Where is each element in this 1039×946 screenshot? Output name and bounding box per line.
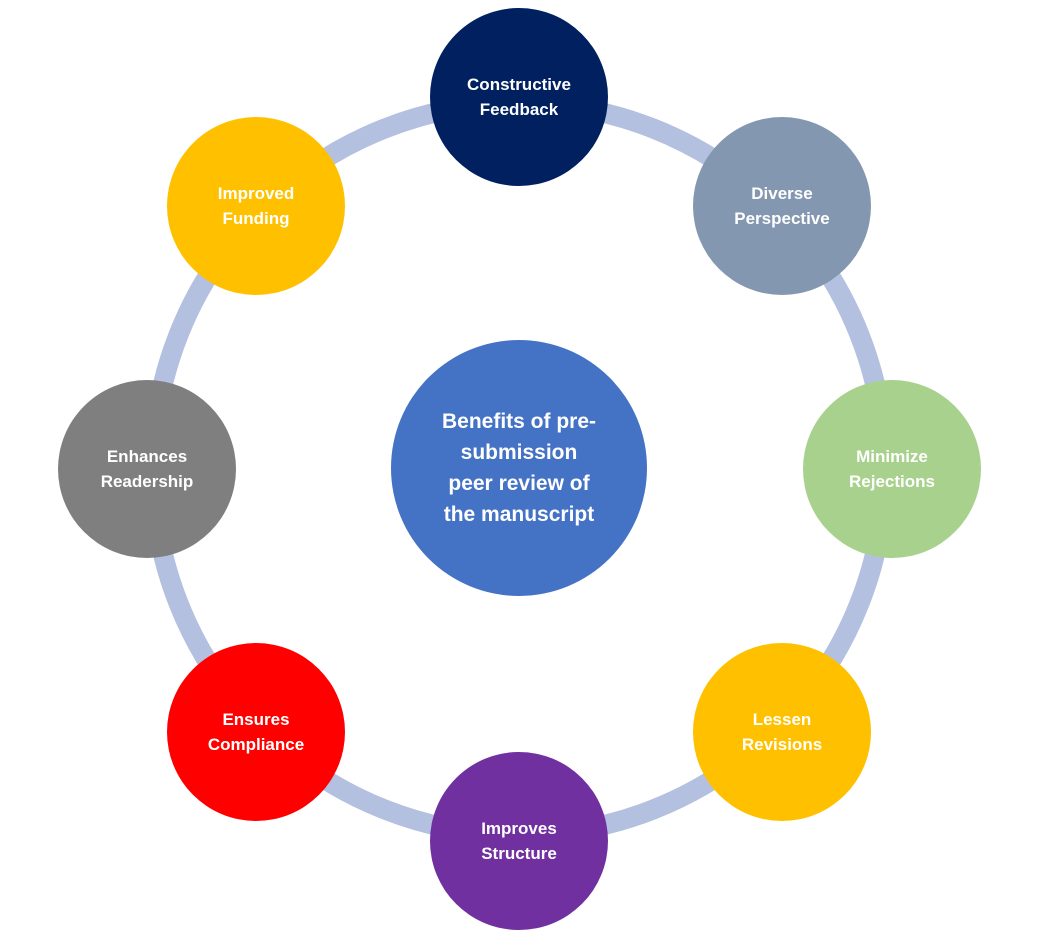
node-constructive-feedback: Constructive Feedback [430,8,608,186]
node-label: Ensures Compliance [207,710,305,754]
node-lessen-revisions: Lessen Revisions [693,643,871,821]
node-label: Constructive Feedback [467,75,571,119]
node-label: Improved Funding [217,184,295,228]
center-topic-circle: Benefits of pre- submission peer review … [391,340,647,596]
node-label: Diverse Perspective [734,184,830,228]
node-label: Enhances Readership [100,447,194,491]
node-improved-funding: Improved Funding [167,117,345,295]
node-improves-structure: Improves Structure [430,752,608,930]
node-label: Minimize Rejections [849,447,935,491]
center-topic-label: Benefits of pre- submission peer review … [441,410,596,526]
node-minimize-rejections: Minimize Rejections [803,380,981,558]
node-ensures-compliance: Ensures Compliance [167,643,345,821]
node-label: Improves Structure [481,819,557,863]
node-label: Lessen Revisions [741,710,823,754]
node-enhances-readership: Enhances Readership [58,380,236,558]
node-diverse-perspective: Diverse Perspective [693,117,871,295]
